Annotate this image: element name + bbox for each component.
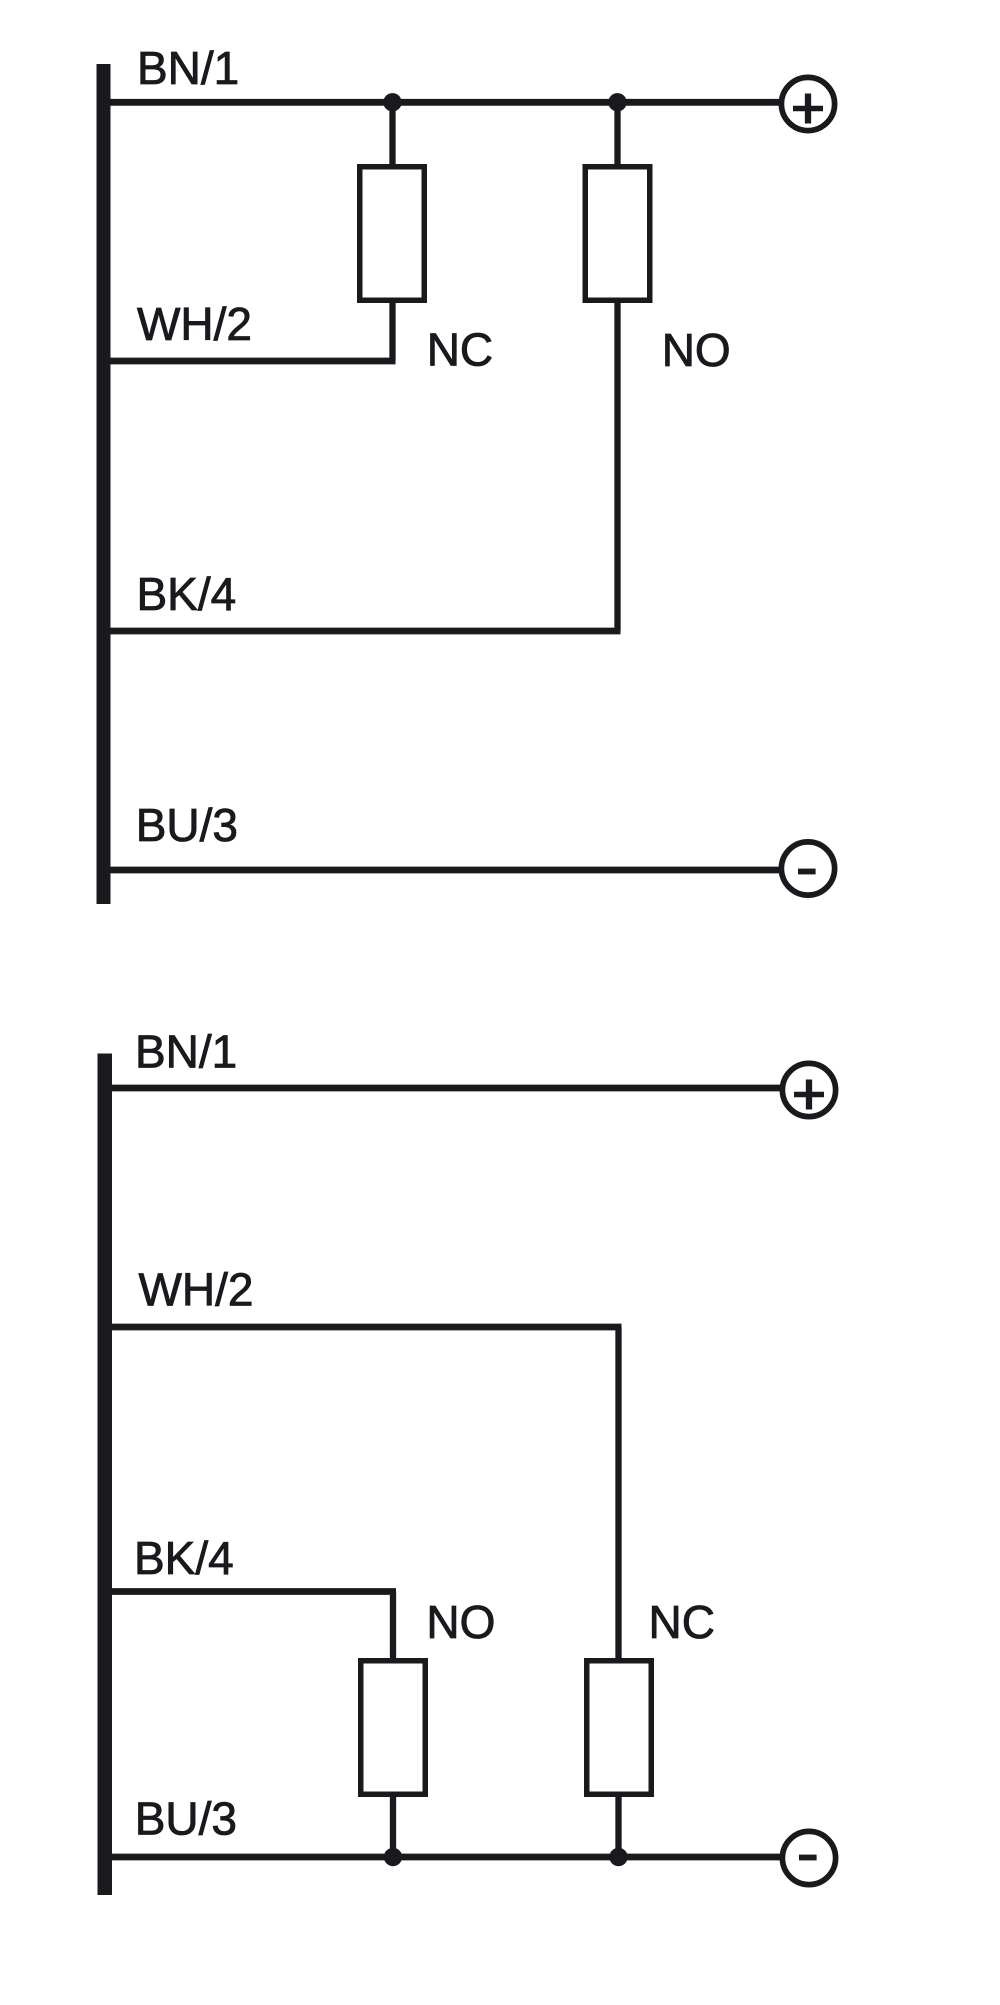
svg-text:BK/4: BK/4 [134, 1532, 234, 1584]
svg-text:BU/3: BU/3 [135, 1793, 237, 1845]
svg-text:BU/3: BU/3 [136, 799, 238, 851]
svg-text:BN/1: BN/1 [137, 42, 239, 94]
svg-text:NC: NC [427, 324, 493, 376]
svg-text:WH/2: WH/2 [139, 1264, 254, 1316]
svg-text:BN/1: BN/1 [135, 1026, 237, 1078]
svg-text:NO: NO [662, 324, 731, 376]
svg-text:NC: NC [649, 1596, 715, 1648]
svg-text:NO: NO [426, 1596, 495, 1648]
svg-text:BK/4: BK/4 [137, 568, 237, 620]
svg-text:WH/2: WH/2 [137, 298, 252, 350]
